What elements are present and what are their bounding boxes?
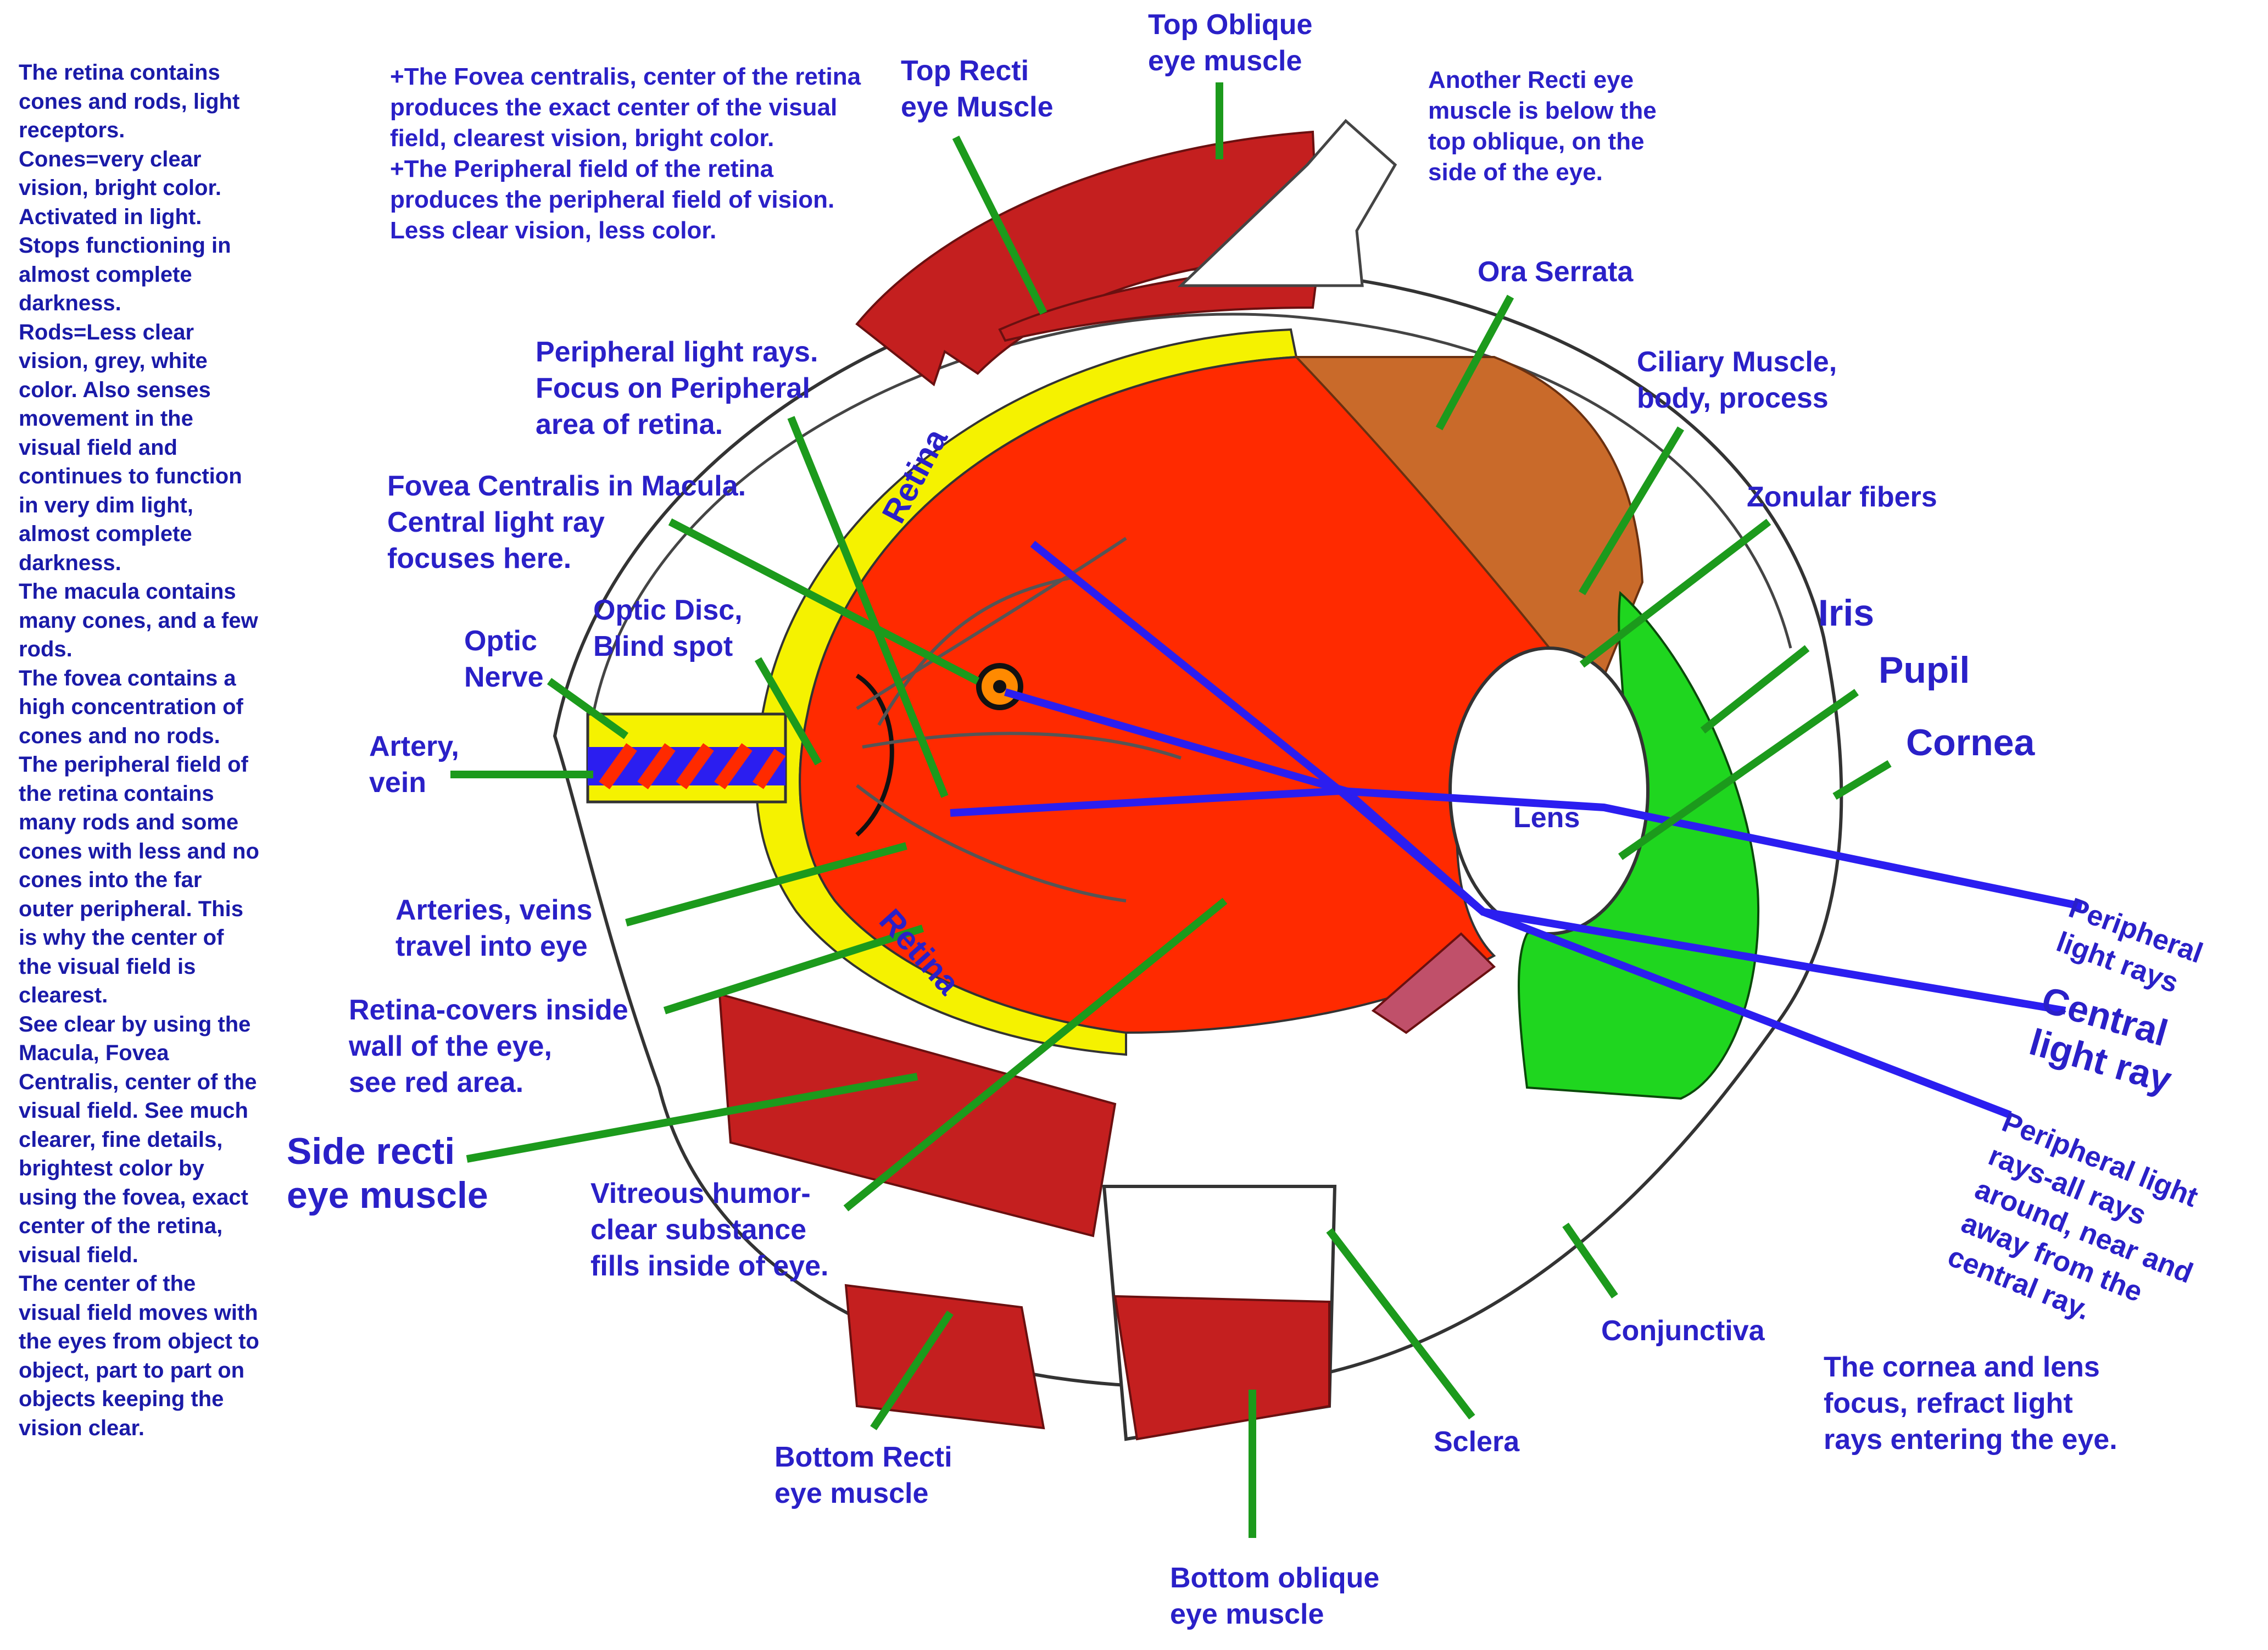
label-bottom-oblique: Bottom oblique eye muscle [1170, 1562, 1380, 1630]
lens-shape [1448, 646, 1650, 935]
peripheral-ray-bottom [950, 787, 2012, 1119]
oblique-tendon [1177, 119, 1397, 287]
label-sclera: Sclera [1434, 1426, 1520, 1458]
label-iris: Iris [1818, 592, 1875, 634]
peripheral-ray-top [1030, 540, 2083, 910]
leader-side-recti [466, 1073, 918, 1163]
leader-optic-disc [754, 657, 822, 766]
choroid-line [592, 313, 1792, 715]
label-artery-vein: Artery, vein [369, 731, 459, 799]
leader-top-recti [952, 135, 1047, 315]
label-cornea-lens-note: The cornea and lens focus, refract light… [1824, 1351, 2117, 1456]
label-retina-covers: Retina-covers inside wall of the eye, se… [349, 994, 628, 1099]
leader-zonular [1579, 519, 1771, 668]
label-cornea: Cornea [1906, 722, 2035, 763]
leader-lines [450, 82, 1892, 1538]
leader-conjunctiva [1562, 1223, 1618, 1298]
label-pupil: Pupil [1879, 649, 1970, 691]
optic-disc [855, 673, 894, 837]
label-conjunctiva: Conjunctiva [1601, 1315, 1765, 1347]
artery-stripes [599, 743, 785, 789]
bottom-recti-muscle [844, 1284, 1045, 1430]
label-another-recti: Another Recti eye muscle is below the to… [1428, 66, 1657, 186]
leader-ora [1435, 294, 1514, 431]
lower-ciliary [1371, 932, 1496, 1034]
leader-cornea [1832, 760, 1892, 800]
leader-vitreous [843, 898, 1228, 1212]
leader-arteries-veins [625, 842, 907, 927]
leader-peripheral-top [787, 416, 949, 798]
retinal-vessels [856, 537, 1182, 902]
label-optic-disc: Optic Disc, Blind spot [593, 594, 743, 662]
leader-bottom-recti [870, 1311, 954, 1430]
leader-optic-nerve [547, 678, 629, 739]
label-ora-serrata: Ora Serrata [1478, 256, 1634, 288]
label-arteries-veins: Arteries, veins travel into eye [395, 894, 593, 962]
leader-ciliary [1578, 426, 1685, 595]
label-top-recti: Top Recti eye Muscle [901, 55, 1054, 123]
label-fovea-centralis: Fovea Centralis in Macula. Central light… [387, 470, 746, 575]
label-optic-nerve: Optic Nerve [464, 625, 544, 693]
label-zonular: Zonular fibers [1747, 481, 1937, 513]
fovea-center [993, 680, 1006, 693]
leader-fovea [668, 518, 980, 685]
bottom-oblique-muscle [1113, 1295, 1330, 1441]
leader-iris [1700, 645, 1810, 734]
label-bottom-recti: Bottom Recti eye muscle [774, 1441, 952, 1509]
label-vitreous: Vitreous humor- clear substance fills in… [590, 1178, 829, 1282]
label-lens: Lens [1513, 802, 1580, 834]
label-peripheral-light-rays: Peripheral light rays. Focus on Peripher… [536, 336, 818, 441]
side-recti-muscle [718, 993, 1117, 1238]
label-side-recti: Side recti eye muscle [287, 1130, 488, 1216]
label-top-oblique: Top Oblique eye muscle [1148, 9, 1313, 77]
leader-sclera [1326, 1228, 1475, 1420]
fovea-peripheral-note: +The Fovea centralis, center of the reti… [390, 63, 861, 244]
retina-explanation-text: The retina contains cones and rods, ligh… [19, 60, 259, 1440]
leader-retina-covers [663, 924, 924, 1014]
label-ciliary: Ciliary Muscle, body, process [1637, 346, 1837, 414]
leader-pupil [1618, 689, 1859, 860]
